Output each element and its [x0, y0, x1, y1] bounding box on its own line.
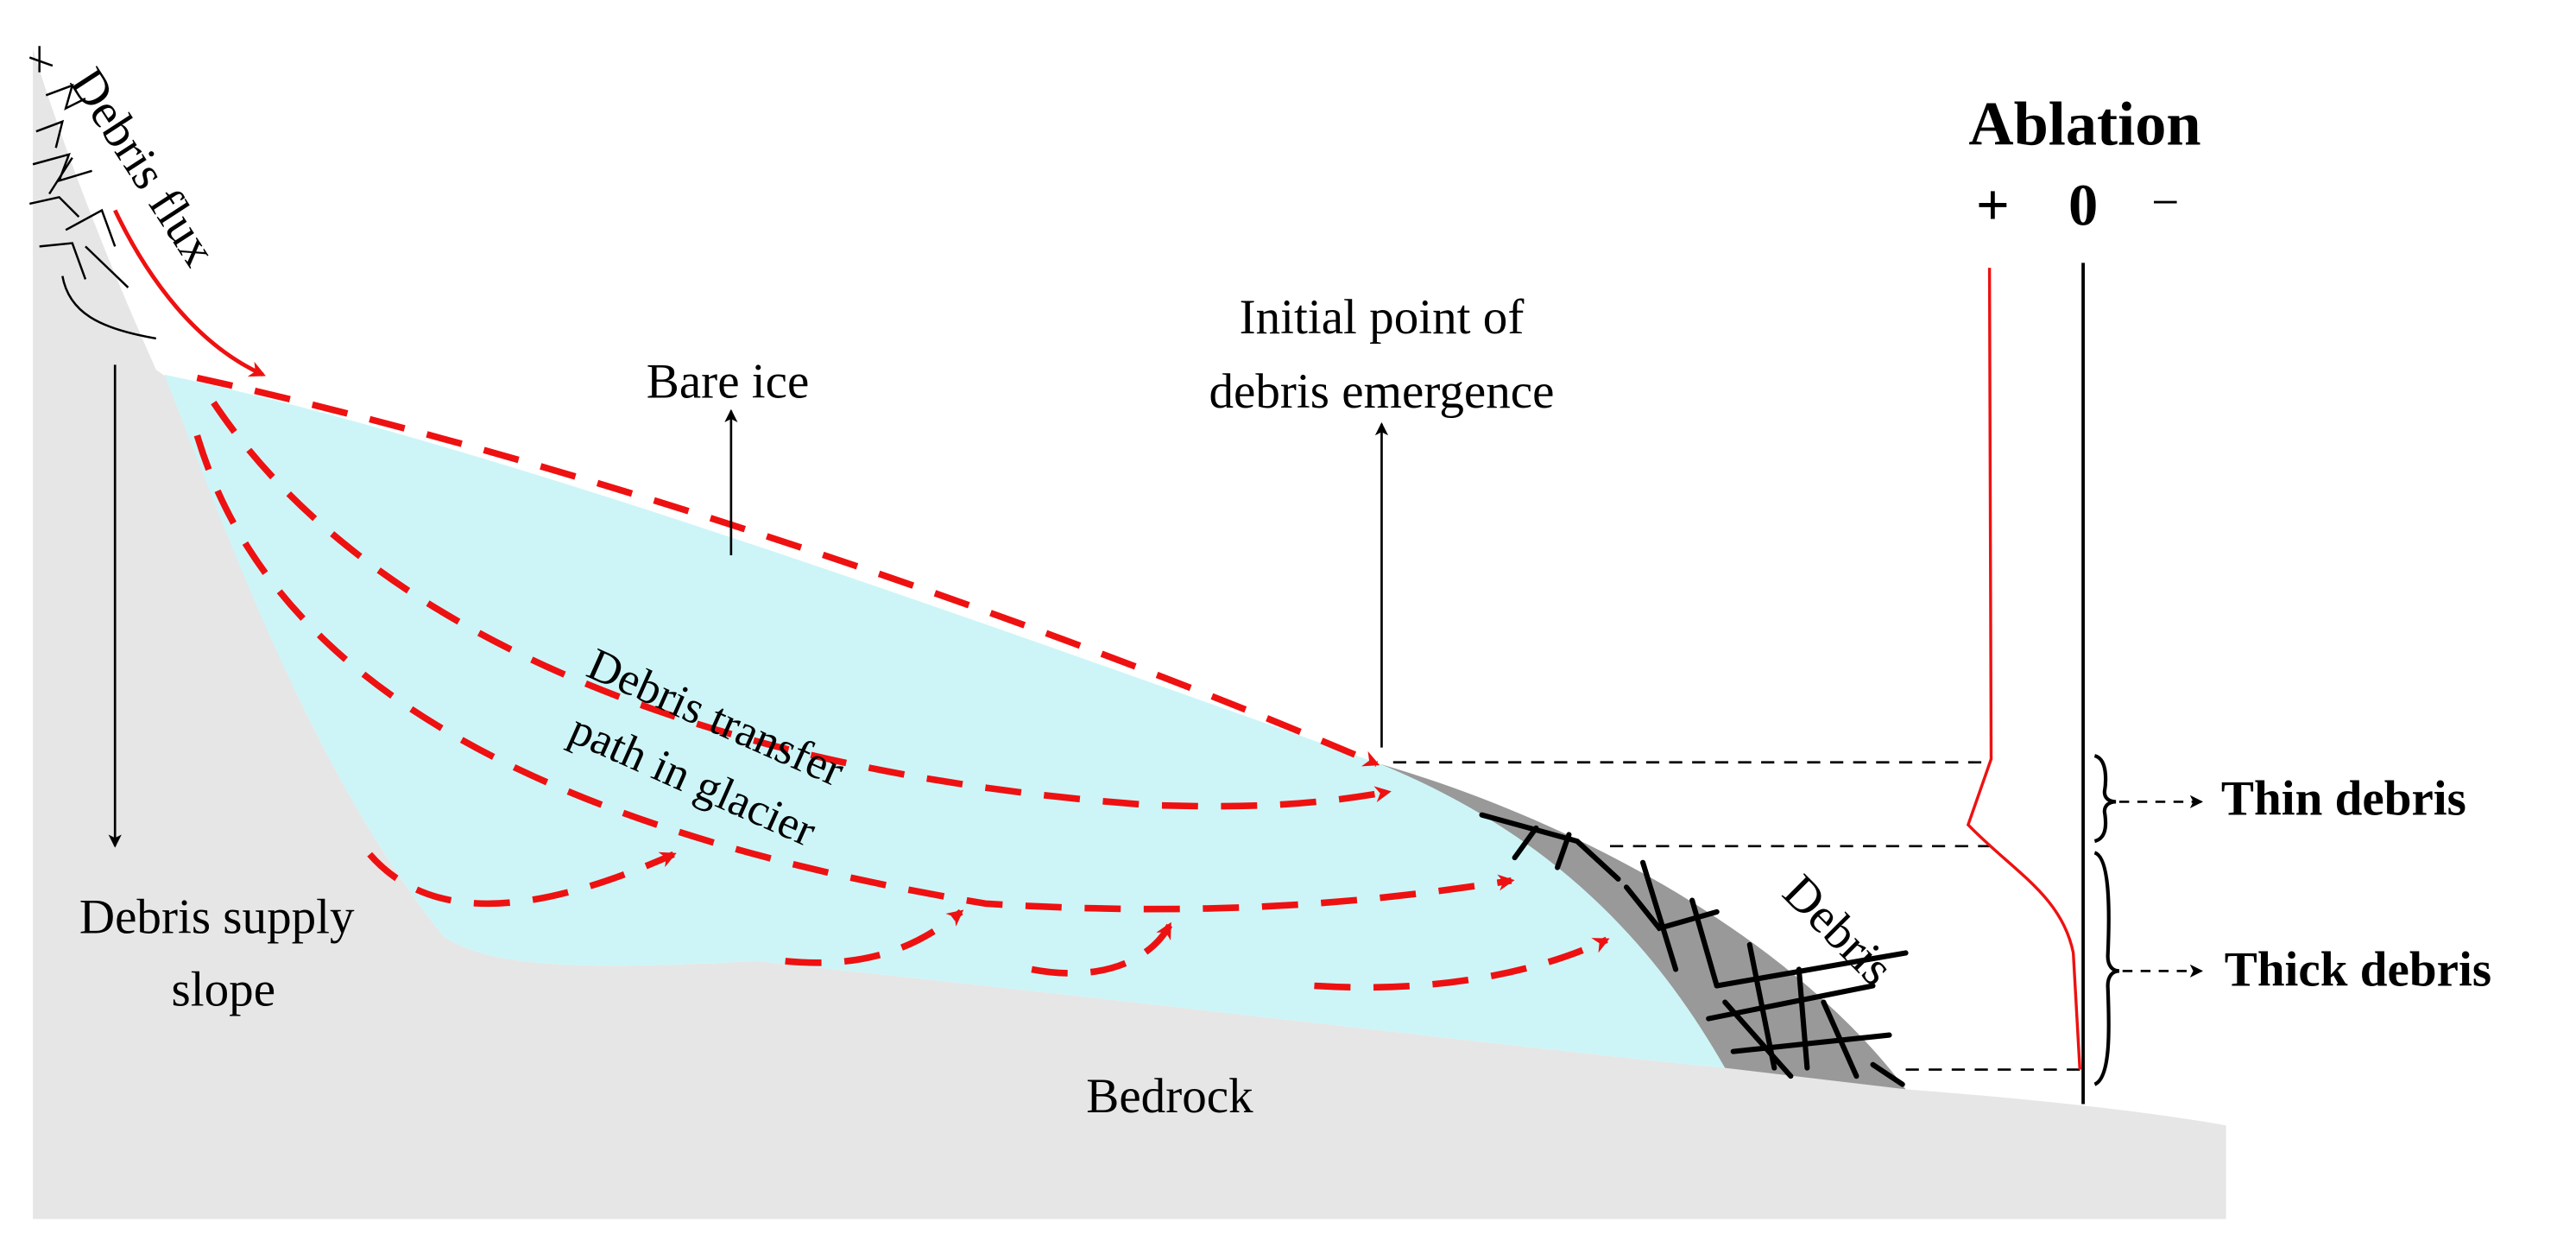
- flow-path-4: [785, 908, 964, 966]
- flow-path-3: [193, 434, 1515, 913]
- slope-rock-texture: [28, 46, 157, 340]
- brace-arrows: [2118, 794, 2204, 978]
- flow-path-5: [1031, 921, 1173, 977]
- flow-path-7: [367, 851, 677, 908]
- bedrock-label: Bedrock: [1086, 1069, 1253, 1124]
- thin-brace: [2093, 754, 2117, 844]
- bare-ice-label: Bare ice: [647, 354, 810, 408]
- bedrock-area: [33, 49, 2226, 1219]
- emergence-label-line1: Initial point of: [1240, 290, 1525, 345]
- thick-debris-label: Thick debris: [2225, 943, 2491, 997]
- supply-slope-label-line2: slope: [172, 962, 276, 1016]
- flow-path-6: [1314, 936, 1610, 991]
- ablation-curve: [1966, 268, 2081, 1070]
- reference-lines: [1392, 761, 2080, 1071]
- flow-path-surface: [196, 374, 1380, 768]
- thin-debris-label: Thin debris: [2221, 772, 2466, 826]
- ablation-plus: +: [1976, 173, 2010, 238]
- debris-flux-arrow: [113, 209, 266, 377]
- ablation-minus: −: [2151, 175, 2179, 230]
- debris-braces: [2093, 754, 2120, 1086]
- emergence-label-line2: debris emergence: [1209, 364, 1555, 419]
- ablation-zero: 0: [2068, 173, 2098, 238]
- ablation-title: Ablation: [1968, 89, 2200, 158]
- debris-transfer-paths: [193, 374, 1610, 991]
- leader-arrows: [108, 364, 1389, 848]
- debris-texture: [1479, 812, 1909, 1087]
- flow-path-2: [211, 401, 1392, 810]
- supply-slope-label-line1: Debris supply: [79, 890, 355, 945]
- thick-brace: [2093, 851, 2120, 1086]
